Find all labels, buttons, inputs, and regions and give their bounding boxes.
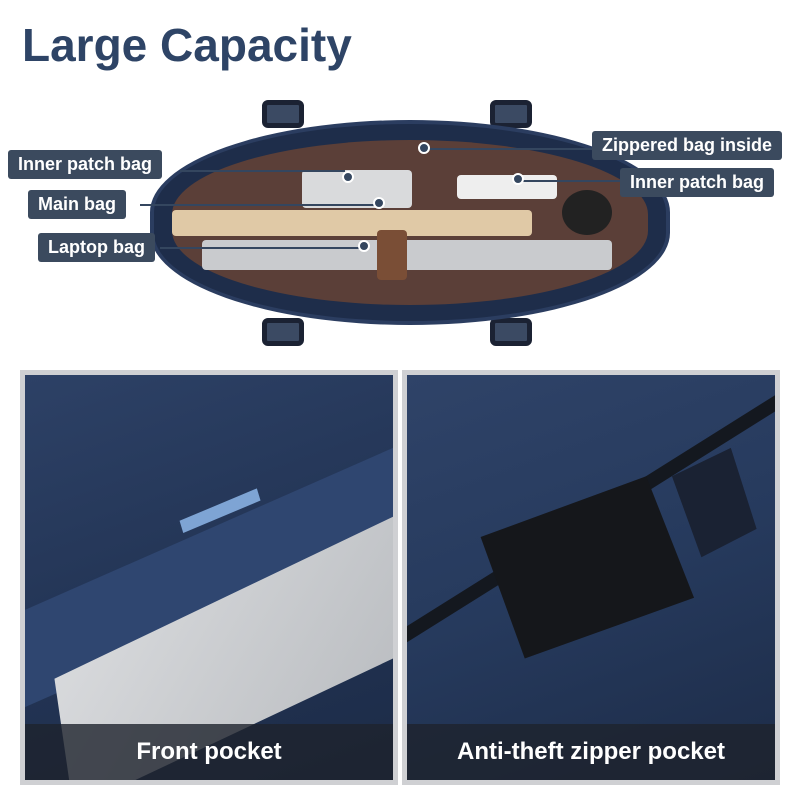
caption-front-pocket: Front pocket	[25, 724, 393, 780]
notebook	[172, 210, 532, 236]
marker-dot	[512, 173, 524, 185]
label-inner-patch-bag-right: Inner patch bag	[620, 168, 775, 197]
leader-line	[160, 247, 360, 249]
handle-clip	[490, 100, 532, 128]
bag-lining	[172, 140, 648, 305]
leader-line	[140, 204, 375, 206]
marker-dot	[373, 197, 385, 209]
umbrella	[562, 190, 612, 235]
page-title: Large Capacity	[22, 19, 352, 71]
panel-anti-theft-pocket: Anti-theft zipper pocket	[402, 370, 780, 785]
label-main-bag: Main bag	[28, 190, 127, 219]
handle-clip	[490, 318, 532, 346]
leader-line	[180, 170, 345, 172]
panel-front-pocket: Front pocket	[20, 370, 398, 785]
marker-dot	[418, 142, 430, 154]
leader-line	[522, 180, 620, 182]
marker-dot	[342, 171, 354, 183]
label-zippered-bag-inside: Zippered bag inside	[592, 131, 783, 160]
label-laptop-bag: Laptop bag	[38, 233, 155, 262]
handle-clip	[262, 318, 304, 346]
laptop	[202, 240, 612, 270]
marker-dot	[358, 240, 370, 252]
leader-line	[428, 148, 592, 150]
label-inner-patch-bag-left: Inner patch bag	[8, 150, 163, 179]
phone	[302, 170, 412, 208]
handle-clip	[262, 100, 304, 128]
strap	[377, 230, 407, 280]
bag-body	[150, 120, 670, 325]
power-bank	[457, 175, 557, 199]
caption-anti-theft-zipper-pocket: Anti-theft zipper pocket	[407, 724, 775, 780]
